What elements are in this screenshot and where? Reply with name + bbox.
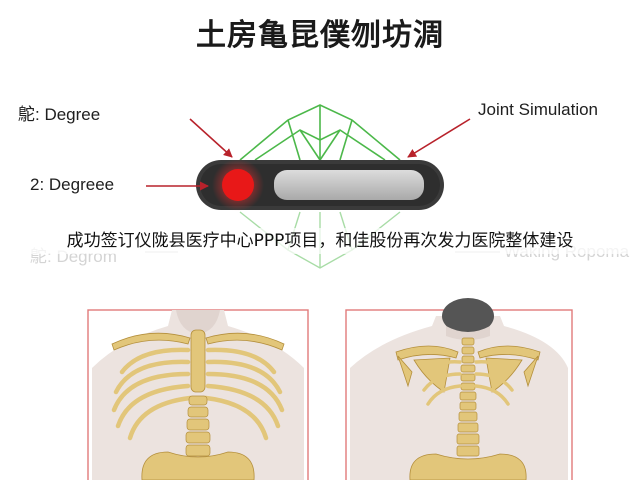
annotation-arrows — [146, 118, 471, 191]
sternum — [190, 329, 206, 393]
head-back — [442, 298, 494, 334]
joint-device — [196, 159, 444, 211]
label-degree: 鴕: Degree — [18, 105, 101, 124]
left-scapula-ridge — [395, 345, 459, 361]
left-clavicle — [111, 332, 191, 351]
arrow-degree — [189, 118, 233, 158]
right-scapula-ridge — [477, 345, 541, 361]
wireframe-upper — [239, 104, 401, 162]
pelvis-front — [141, 451, 255, 480]
arrow-joint-simulation — [407, 118, 471, 158]
pelvis-back — [409, 453, 527, 480]
slider-bar — [274, 170, 424, 200]
lumbar-spine-front — [185, 395, 211, 457]
rib-cage-front — [111, 347, 285, 441]
spine-back — [456, 337, 480, 457]
label-degreee: 2: Degreee — [30, 175, 115, 194]
right-clavicle — [205, 332, 285, 351]
label-joint-simulation: Joint Simulation — [478, 100, 599, 119]
skeleton-front-panel — [87, 309, 309, 480]
rib-cage-back — [422, 359, 514, 406]
right-scapula — [485, 357, 523, 393]
diagram-title: 土房亀昆僕刎坊淍 — [196, 18, 444, 53]
skeleton-back-panel — [345, 298, 573, 480]
torso-silhouette-front — [92, 310, 304, 480]
overlay-caption: 成功签订仪陇县医疗中心PPP项目，和佳股份再次发力医院整体建设 — [0, 228, 640, 254]
red-indicator-light — [222, 169, 254, 201]
